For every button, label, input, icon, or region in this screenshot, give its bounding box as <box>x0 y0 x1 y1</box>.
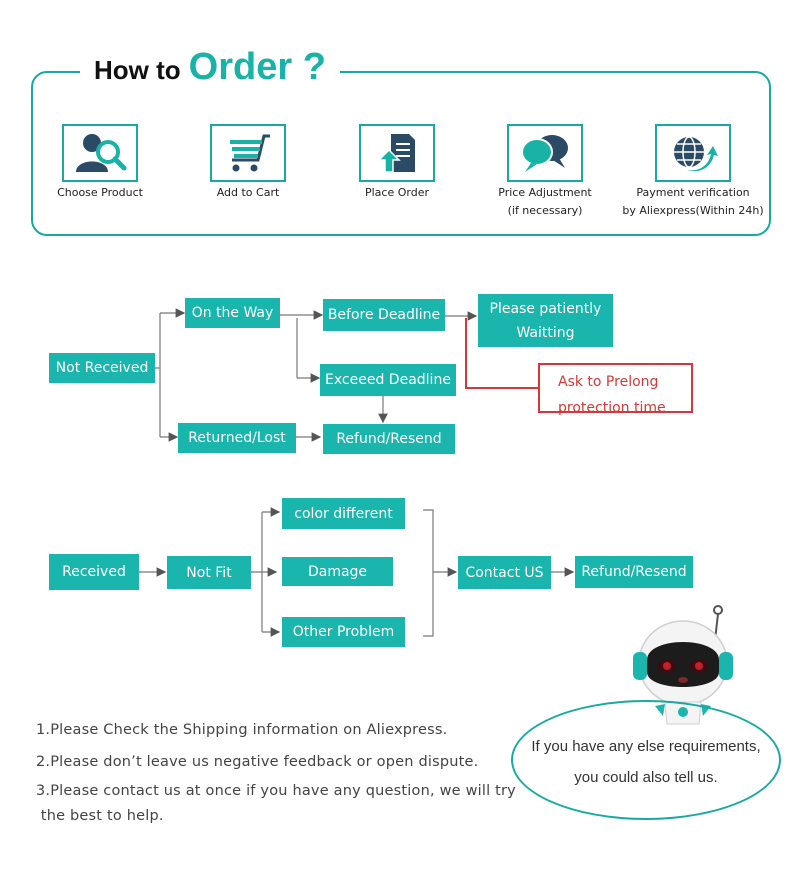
please-wait-line2: Waitting <box>516 324 575 341</box>
box-returned-lost: Returned/Lost <box>178 423 296 453</box>
step-label-sub: by Aliexpress(Within 24h) <box>622 204 764 217</box>
bubble-line1: If you have any else requirements, <box>531 738 761 755</box>
box-contact-us: Contact US <box>458 556 551 589</box>
document-upload-icon <box>359 124 435 182</box>
prelong-line1: Ask to Prelong <box>558 374 659 390</box>
box-exceed-deadline: Exceeed Deadline <box>320 364 456 396</box>
note-1: 1.Please Check the Shipping information … <box>36 722 448 738</box>
title-main: Order ? <box>188 46 326 88</box>
step-label: Add to Cart <box>216 186 280 199</box>
how-to-order-frame <box>31 71 771 236</box>
note-3: 3.Please contact us at once if you have … <box>36 783 516 799</box>
page-title: How to Order ? <box>80 46 340 96</box>
please-wait-line1: Please patiently <box>489 300 602 317</box>
step-label: Payment verification <box>636 186 750 199</box>
user-search-icon <box>62 124 138 182</box>
box-not-received: Not Received <box>49 353 155 383</box>
globe-arrow-icon <box>655 124 731 182</box>
box-before-deadline: Before Deadline <box>323 299 445 331</box>
speech-bubble <box>511 700 781 820</box>
step-choose-product: Choose Product <box>25 124 175 202</box>
bubble-line2: you could also tell us. <box>574 769 718 786</box>
box-on-the-way: On the Way <box>185 298 280 328</box>
step-label: Place Order <box>364 186 429 199</box>
box-refund-resend-2: Refund/Resend <box>575 556 693 588</box>
prelong-line2: protection time <box>558 400 666 416</box>
step-label: Price Adjustment <box>498 186 592 199</box>
note-2: 2.Please don’t leave us negative feedbac… <box>36 754 479 770</box>
note-3-cont: the best to help. <box>36 808 164 824</box>
box-not-fit: Not Fit <box>167 556 251 589</box>
step-place-order: Place Order <box>322 124 472 202</box>
step-payment-verification: Payment verification by Aliexpress(Withi… <box>618 124 768 220</box>
box-please-wait: Please patiently Waitting <box>478 294 613 347</box>
box-other-problem: Other Problem <box>282 617 405 647</box>
shopping-cart-icon <box>210 124 286 182</box>
box-color-different: color different <box>282 498 405 529</box>
chat-bubbles-icon <box>507 124 583 182</box>
step-add-to-cart: Add to Cart <box>173 124 323 202</box>
ask-prelong-note: Ask to Prelong protection time <box>538 363 693 416</box>
box-received: Received <box>49 554 139 590</box>
step-label: Choose Product <box>57 186 143 199</box>
box-refund-resend-1: Refund/Resend <box>323 424 455 454</box>
step-price-adjustment: Price Adjustment (if necessary) <box>470 124 620 220</box>
step-label-sub: (if necessary) <box>507 204 583 217</box>
box-damage: Damage <box>282 557 393 586</box>
title-prefix: How to <box>94 55 181 85</box>
